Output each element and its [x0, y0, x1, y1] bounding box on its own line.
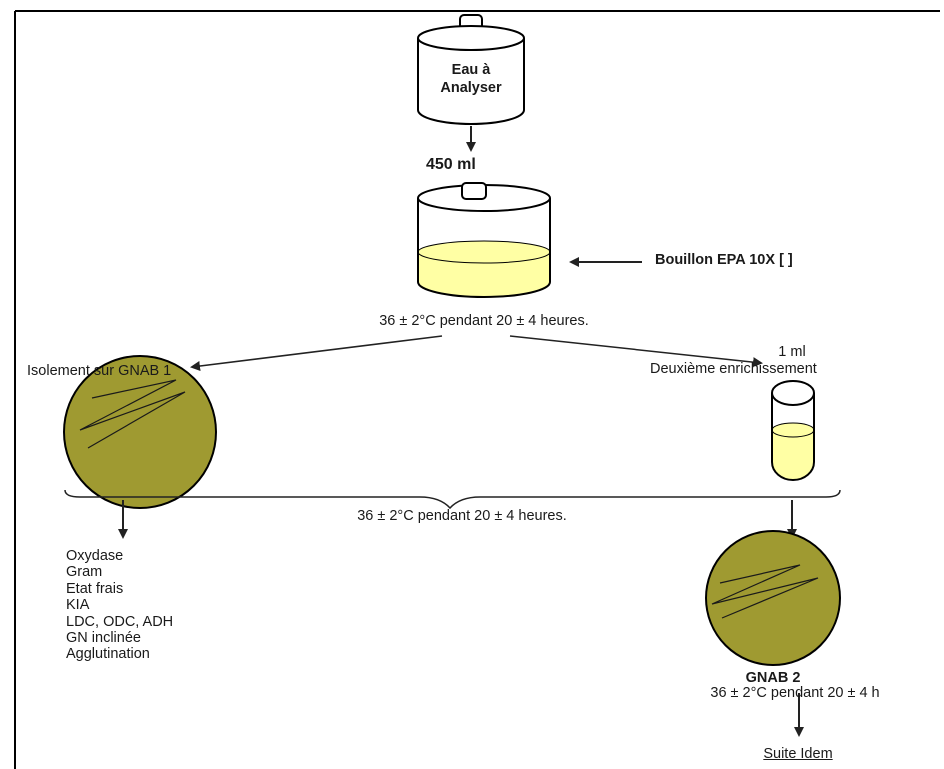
- incubation-label-1: 36 ± 2°C pendant 20 ± 4 heures.: [379, 313, 589, 329]
- enrichment-volume-label: 1 ml: [778, 344, 806, 360]
- isolation-label: Isolement sur GNAB 1: [27, 363, 172, 379]
- tube-fill-top: [771, 422, 815, 438]
- test-item: KIA: [66, 597, 90, 614]
- broth-flask-cap: [461, 182, 487, 200]
- arrow-to-enrichment: [509, 335, 763, 368]
- sample-bottle-rim: [417, 25, 525, 51]
- confirmation-tests-list: Oxydase Gram Etat frais KIA LDC, ODC, AD…: [66, 548, 173, 663]
- test-item: Agglutination: [66, 646, 150, 663]
- gnab1-streak: [79, 379, 186, 449]
- tube-fill: [772, 430, 814, 480]
- broth-flask-body: [417, 198, 551, 298]
- tube-body: [771, 393, 815, 481]
- arrow-to-isolation: [190, 335, 443, 371]
- gnab2-streak: [711, 564, 819, 619]
- enrichment-label: Deuxième enrichissement: [650, 361, 817, 377]
- sample-bottle-body: [417, 38, 525, 125]
- test-item: Oxydase: [66, 548, 124, 564]
- gnab2-dish-circle: [705, 530, 841, 666]
- gnab1-petri-dish: [63, 355, 217, 509]
- bottle-label-line1: Eau à: [451, 62, 491, 78]
- gnab2-incubation-label: 36 ± 2°C pendant 20 ± 4 h: [710, 685, 880, 701]
- test-item: Gram: [66, 564, 103, 581]
- broth-fill-top: [417, 240, 551, 264]
- broth-flask: [417, 182, 551, 298]
- bottle-label-line2: Analyser: [440, 80, 502, 96]
- test-item: LDC, ODC, ADH: [66, 613, 174, 630]
- gnab2-label: GNAB 2: [745, 670, 801, 686]
- test-item: GN inclinée: [66, 630, 141, 647]
- broth-label: Bouillon EPA 10X [ ]: [655, 252, 793, 268]
- final-label: Suite Idem: [763, 746, 833, 762]
- volume-label: 450 ml: [426, 156, 476, 173]
- test-item: Etat frais: [66, 580, 124, 597]
- gnab2-petri-dish: [705, 530, 841, 666]
- incubation-label-2: 36 ± 2°C pendant 20 ± 4 heures.: [357, 508, 567, 524]
- tube-rim: [771, 380, 815, 406]
- enrichment-tube: [771, 380, 815, 481]
- sample-bottle: [417, 14, 525, 125]
- incubation-brace: [64, 489, 841, 510]
- broth-fill: [418, 252, 550, 297]
